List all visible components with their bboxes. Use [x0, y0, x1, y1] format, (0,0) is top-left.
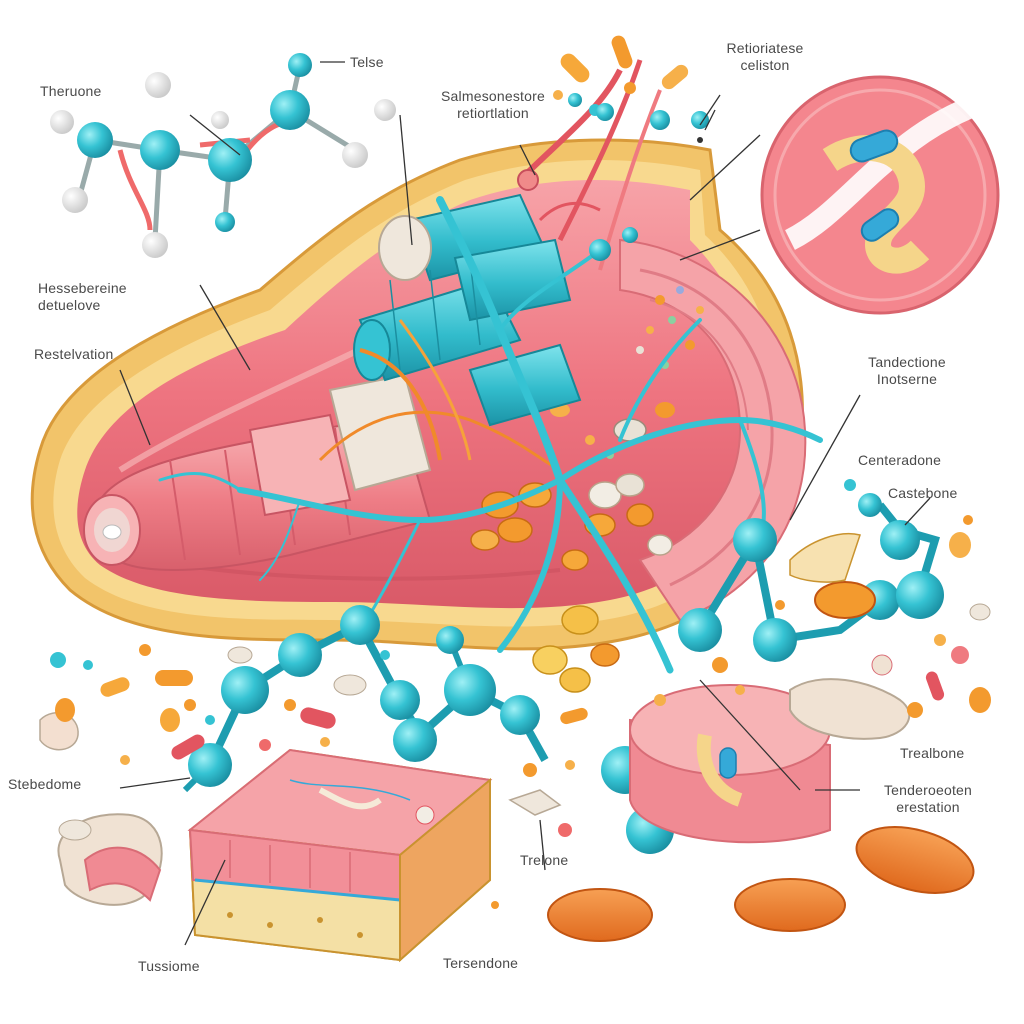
label-therusone: Theruone: [40, 83, 102, 99]
label-trealbone: Trealbone: [900, 745, 965, 761]
label-stebedome: Stebedome: [8, 776, 82, 792]
tissue-block: [187, 748, 493, 963]
leader-lines: [119, 61, 931, 946]
label-castebone: Castebone: [888, 485, 958, 501]
label-restelvation: Restelvation: [34, 346, 114, 362]
molecule-chain-bottom: [182, 605, 549, 793]
label-tussiome: Tussiome: [138, 958, 200, 974]
blood-vessels: [517, 59, 662, 271]
orange-discs: [547, 581, 975, 942]
molecule-top-left: [50, 53, 396, 258]
molecule-chain-right: [678, 493, 944, 662]
label-telse: Telse: [350, 54, 384, 70]
label-tersendone: Tersendone: [443, 955, 519, 971]
label-trelone: Trelone: [520, 852, 569, 868]
label-centeradone: Centeradone: [858, 452, 942, 468]
magnified-inset-circle: [760, 75, 1000, 315]
scattered-pills: [50, 35, 991, 909]
pink-cylinder-slice: [629, 684, 831, 844]
